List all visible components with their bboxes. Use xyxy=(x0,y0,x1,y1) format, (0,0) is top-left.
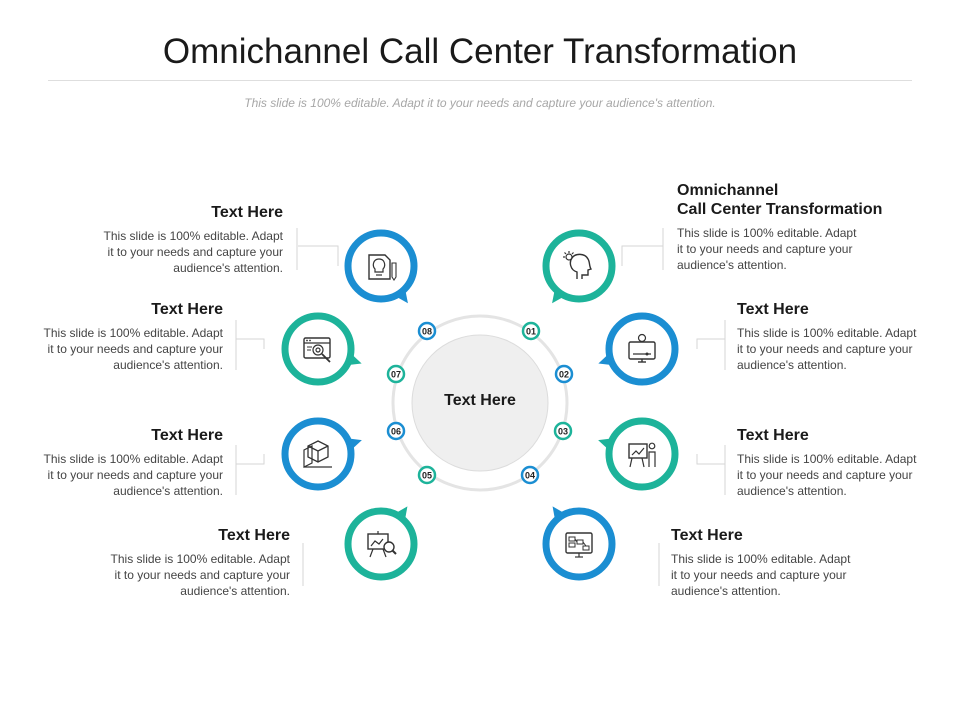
pointer-tail xyxy=(347,438,362,450)
connector-line xyxy=(236,454,265,465)
step-node-07 xyxy=(281,312,362,386)
step-number: 01 xyxy=(526,327,536,337)
step-node-05 xyxy=(344,506,418,581)
step-node-01 xyxy=(542,229,616,304)
block-title: Text Here xyxy=(151,301,223,318)
step-number: 05 xyxy=(422,471,432,481)
slide-title: Omnichannel Call Center Transformation xyxy=(162,32,798,71)
connector-line xyxy=(298,245,339,266)
pointer-tail xyxy=(598,438,613,450)
pointer-tail xyxy=(347,353,362,366)
step-number: 07 xyxy=(391,370,401,380)
block-title: Text Here xyxy=(211,204,283,221)
block-title: Text Here xyxy=(737,427,809,444)
step-badge-05: 05 xyxy=(417,465,437,485)
step-badge-07: 07 xyxy=(386,364,406,384)
cube-blueprint-icon xyxy=(303,440,332,468)
step-badge-04: 04 xyxy=(520,465,540,485)
step-node-08 xyxy=(344,229,418,304)
presenter-board-icon xyxy=(628,442,656,468)
connector-line xyxy=(236,338,265,349)
step-node-04 xyxy=(542,506,616,581)
document-lightbulb-icon xyxy=(368,254,397,281)
pointer-tail xyxy=(598,353,613,366)
connector-line xyxy=(621,245,663,266)
outer-ring xyxy=(391,314,569,492)
block-title: Text Here xyxy=(671,527,743,544)
connector-line xyxy=(696,338,725,349)
step-number: 03 xyxy=(558,427,568,437)
pointer-tail xyxy=(395,506,408,521)
head-lightbulb-icon xyxy=(563,251,593,279)
pointer-tail xyxy=(552,506,565,521)
slide-subtitle: This slide is 100% editable. Adapt it to… xyxy=(244,96,716,110)
step-badge-08: 08 xyxy=(417,321,437,341)
title-divider xyxy=(48,80,912,81)
step-badge-02: 02 xyxy=(554,364,574,384)
step-badge-03: 03 xyxy=(553,421,573,441)
step-number: 06 xyxy=(391,427,401,437)
block-title: Text Here xyxy=(737,301,809,318)
step-node-06 xyxy=(281,417,362,491)
step-badge-01: 01 xyxy=(521,321,541,341)
step-node-03 xyxy=(598,417,679,491)
step-badge-06: 06 xyxy=(386,421,406,441)
block-title: Text Here xyxy=(218,527,290,544)
step-number: 02 xyxy=(559,370,569,380)
flowchart-board-icon xyxy=(565,532,593,558)
browser-target-icon xyxy=(303,337,331,363)
center-circle xyxy=(411,334,549,472)
center-label: Text Here xyxy=(444,392,516,409)
chart-magnifier-icon xyxy=(367,531,397,558)
block-title: Text Here xyxy=(151,427,223,444)
step-number: 08 xyxy=(422,327,432,337)
step-number: 04 xyxy=(525,471,535,481)
step-node-02 xyxy=(598,312,679,386)
pointer-tail xyxy=(395,289,408,304)
pointer-tail xyxy=(552,289,565,304)
monitor-lightbulb-icon xyxy=(628,333,656,363)
connector-line xyxy=(696,454,725,465)
